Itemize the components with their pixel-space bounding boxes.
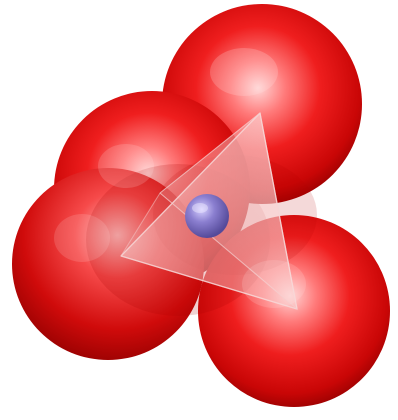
sphere-highlight-bottom-right <box>242 260 306 308</box>
sphere-highlight-left-lower <box>54 214 110 262</box>
sphere-highlight-top <box>210 48 278 96</box>
sphere-highlight-left-upper <box>98 144 154 188</box>
central-atom-highlight <box>192 203 208 213</box>
central-atom <box>185 194 229 238</box>
